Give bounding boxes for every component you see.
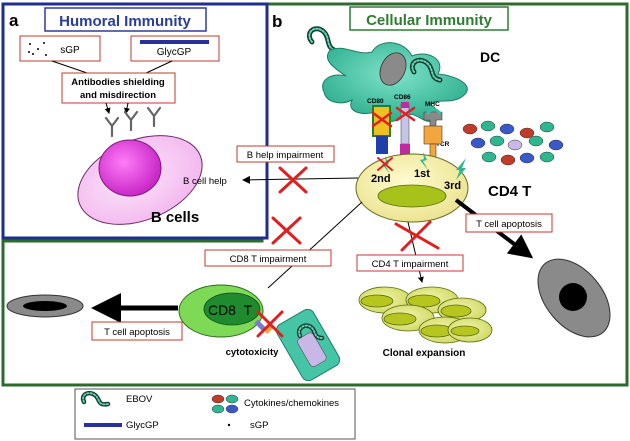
- red-x-cd80: [371, 111, 393, 128]
- b-cell-help-label: B cell help: [183, 176, 227, 187]
- panel-a-title-box: [44, 7, 207, 32]
- sgp-connector: [51, 60, 91, 75]
- t-apoptosis-left-box: [91, 321, 183, 341]
- antibodies-box: [61, 72, 176, 104]
- legend-cytokines-icon: [211, 394, 239, 414]
- clonal-expansion-label: Clonal expansion: [383, 348, 466, 359]
- panel-b-border: [1, 2, 629, 387]
- legend-sgp-dot: [227, 423, 231, 427]
- panel-b-title: Cellular Immunity: [366, 12, 493, 29]
- legend-cytokines: Cytokines/chemokines: [244, 398, 339, 409]
- cd4t-label: CD4 T: [488, 183, 531, 200]
- antibodies-line2: and misdirection: [80, 90, 156, 101]
- b-cell-help-arrow: [242, 175, 359, 184]
- ebov-virion-top: [306, 26, 337, 53]
- t-apoptosis-left-label: T cell apoptosis: [104, 327, 170, 338]
- cd8-impairment-box: [204, 249, 332, 267]
- t-apoptosis-right-box: [465, 213, 553, 233]
- cd8-impairment-label: CD8 T impairment: [230, 254, 307, 265]
- red-x-2nd: [377, 157, 393, 171]
- infected-cell-nucleus: [297, 332, 327, 367]
- dc-label: DC: [480, 49, 500, 65]
- sgp-box: [19, 35, 101, 62]
- ebov-in-target: [296, 323, 325, 341]
- b-cells-label: B cells: [151, 209, 199, 226]
- cd4-impairment-box: [356, 254, 464, 272]
- apoptotic-nucleus-right: [559, 283, 587, 311]
- legend-glycgp: GlycGP: [126, 420, 159, 431]
- cd80-label: CD80: [367, 98, 384, 105]
- cd80-ligand: [376, 136, 388, 154]
- signal-2nd: 2nd: [371, 173, 391, 185]
- red-x-cd4: [394, 220, 440, 252]
- signal-bolt-1st: [420, 152, 428, 170]
- antibodies-line1: Antibodies shielding: [71, 77, 165, 88]
- panel-b-letter: b: [272, 12, 282, 31]
- antibody-arrow-2: [124, 102, 130, 114]
- cd4-t-nucleus: [377, 184, 447, 208]
- b-cell-nucleus: [98, 139, 162, 197]
- cd86-ligand: [400, 144, 410, 156]
- panel-b-title-box: [349, 6, 509, 31]
- glycgp-label: GlycGP: [157, 47, 192, 58]
- cytokines-cluster: [462, 120, 564, 166]
- apoptotic-nucleus-left: [23, 301, 67, 311]
- b-help-impairment-label: B help impairment: [247, 150, 324, 161]
- red-x-b-help: [278, 166, 308, 194]
- sgp-dots: [28, 42, 47, 56]
- red-x-cd86: [395, 106, 416, 122]
- cytotoxicity-label: cytotoxicity: [226, 347, 280, 358]
- glycgp-connector: [143, 60, 173, 75]
- mhc-peptide: [425, 108, 442, 115]
- b-help-impairment-box: [236, 145, 335, 163]
- mhc-label: MHC: [425, 101, 440, 108]
- tcr-receptor: [423, 125, 443, 145]
- cd8-help-line: [267, 201, 363, 289]
- cd4-impairment-label: CD4 T impairment: [372, 259, 449, 270]
- sgp-label: sGP: [60, 45, 80, 56]
- cd86-receptor: [400, 103, 410, 145]
- cd8-t-nucleus: [203, 292, 261, 326]
- red-x-cd8-help: [271, 216, 302, 245]
- red-x-cytotoxicity: [256, 310, 284, 338]
- tcr-label: TCR: [436, 141, 450, 148]
- signal-1st: 1st: [414, 168, 430, 180]
- antibodies: [104, 106, 162, 138]
- cd86-cap: [401, 102, 409, 108]
- ebov-in-dc: [410, 57, 443, 83]
- legend-ebov: EBOV: [126, 394, 153, 405]
- antibody-arrow-1: [104, 102, 111, 114]
- cd86-label: CD86: [394, 94, 411, 101]
- dc-nucleus: [379, 52, 407, 86]
- panel-a-title: Humoral Immunity: [59, 13, 191, 30]
- cd8t-label: CD8 T: [208, 302, 253, 318]
- ebov-icon: [80, 390, 111, 407]
- signal-3rd: 3rd: [444, 180, 461, 192]
- legend-sgp: sGP: [250, 420, 268, 431]
- t-apoptosis-right-label: T cell apoptosis: [476, 219, 542, 230]
- clonal-cells: [358, 286, 493, 344]
- panel-a-letter: a: [9, 11, 19, 30]
- signal-bolt-3rd: [456, 158, 466, 180]
